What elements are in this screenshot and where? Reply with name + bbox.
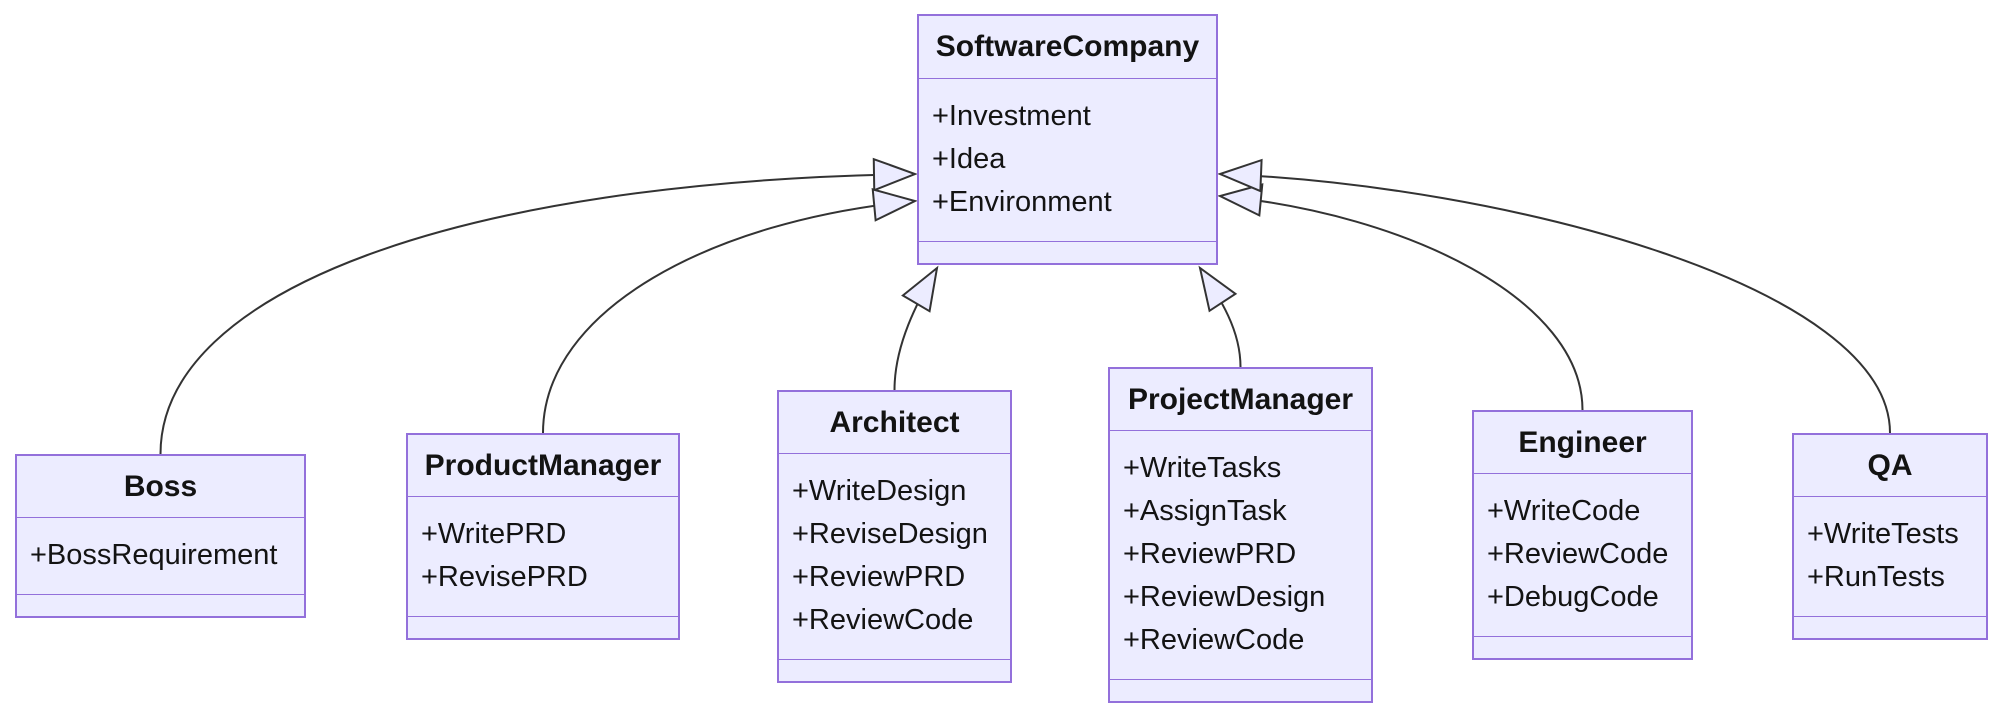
edge-projectmanager-to-softwarecompany <box>1198 265 1242 368</box>
class-box-engineer: Engineer +WriteCode +ReviewCode +DebugCo… <box>1472 410 1693 660</box>
class-methods-empty <box>408 617 678 638</box>
class-member: +WriteTests <box>1807 518 1959 550</box>
class-title: Boss <box>17 456 304 518</box>
class-box-projectmanager: ProjectManager +WriteTasks +AssignTask +… <box>1108 367 1373 703</box>
class-methods-empty <box>17 595 304 616</box>
class-member: +Idea <box>932 143 1006 175</box>
class-members: +WritePRD +RevisePRD <box>408 497 678 617</box>
class-member: +Investment <box>932 100 1091 132</box>
class-title: QA <box>1794 435 1986 497</box>
class-member: +ReviseDesign <box>792 518 988 550</box>
class-box-architect: Architect +WriteDesign +ReviseDesign +Re… <box>777 390 1012 683</box>
class-box-softwarecompany: SoftwareCompany +Investment +Idea +Envir… <box>917 14 1218 265</box>
class-member: +ReviewCode <box>1487 538 1669 570</box>
class-members: +WriteTests +RunTests <box>1794 497 1986 617</box>
class-members: +Investment +Idea +Environment <box>919 79 1216 242</box>
class-members: +BossRequirement <box>17 518 304 595</box>
class-member: +RevisePRD <box>421 561 588 593</box>
edge-productmanager-to-softwarecompany <box>542 188 918 434</box>
class-member: +ReviewDesign <box>1123 581 1326 613</box>
class-methods-empty <box>1110 680 1371 701</box>
class-title: ProjectManager <box>1110 369 1371 431</box>
class-member: +BossRequirement <box>30 539 278 571</box>
class-member: +RunTests <box>1807 561 1945 593</box>
class-member: +ReviewPRD <box>792 561 966 593</box>
edge-engineer-to-softwarecompany <box>1217 183 1584 411</box>
edge-architect-to-softwarecompany <box>893 265 939 391</box>
class-box-boss: Boss +BossRequirement <box>15 454 306 618</box>
class-member: +WritePRD <box>421 518 567 550</box>
class-member: +WriteCode <box>1487 495 1641 527</box>
class-title: SoftwareCompany <box>919 16 1216 79</box>
class-methods-empty <box>1794 617 1986 638</box>
class-box-qa: QA +WriteTests +RunTests <box>1792 433 1988 640</box>
class-member: +DebugCode <box>1487 581 1659 613</box>
class-member: +AssignTask <box>1123 495 1287 527</box>
class-methods-empty <box>919 242 1216 263</box>
edge-qa-to-softwarecompany <box>1217 158 1891 434</box>
class-member: +ReviewCode <box>792 604 974 636</box>
class-member: +WriteDesign <box>792 475 967 507</box>
class-methods-empty <box>779 660 1010 681</box>
class-box-productmanager: ProductManager +WritePRD +RevisePRD <box>406 433 680 640</box>
class-title: Engineer <box>1474 412 1691 474</box>
class-members: +WriteTasks +AssignTask +ReviewPRD +Revi… <box>1110 431 1371 680</box>
class-member: +WriteTasks <box>1123 452 1282 484</box>
edge-boss-to-softwarecompany <box>159 157 918 455</box>
class-title: ProductManager <box>408 435 678 497</box>
class-title: Architect <box>779 392 1010 454</box>
class-member: +Environment <box>932 186 1112 218</box>
class-member: +ReviewCode <box>1123 624 1305 656</box>
class-member: +ReviewPRD <box>1123 538 1297 570</box>
class-members: +WriteCode +ReviewCode +DebugCode <box>1474 474 1691 637</box>
class-methods-empty <box>1474 637 1691 658</box>
class-members: +WriteDesign +ReviseDesign +ReviewPRD +R… <box>779 454 1010 660</box>
